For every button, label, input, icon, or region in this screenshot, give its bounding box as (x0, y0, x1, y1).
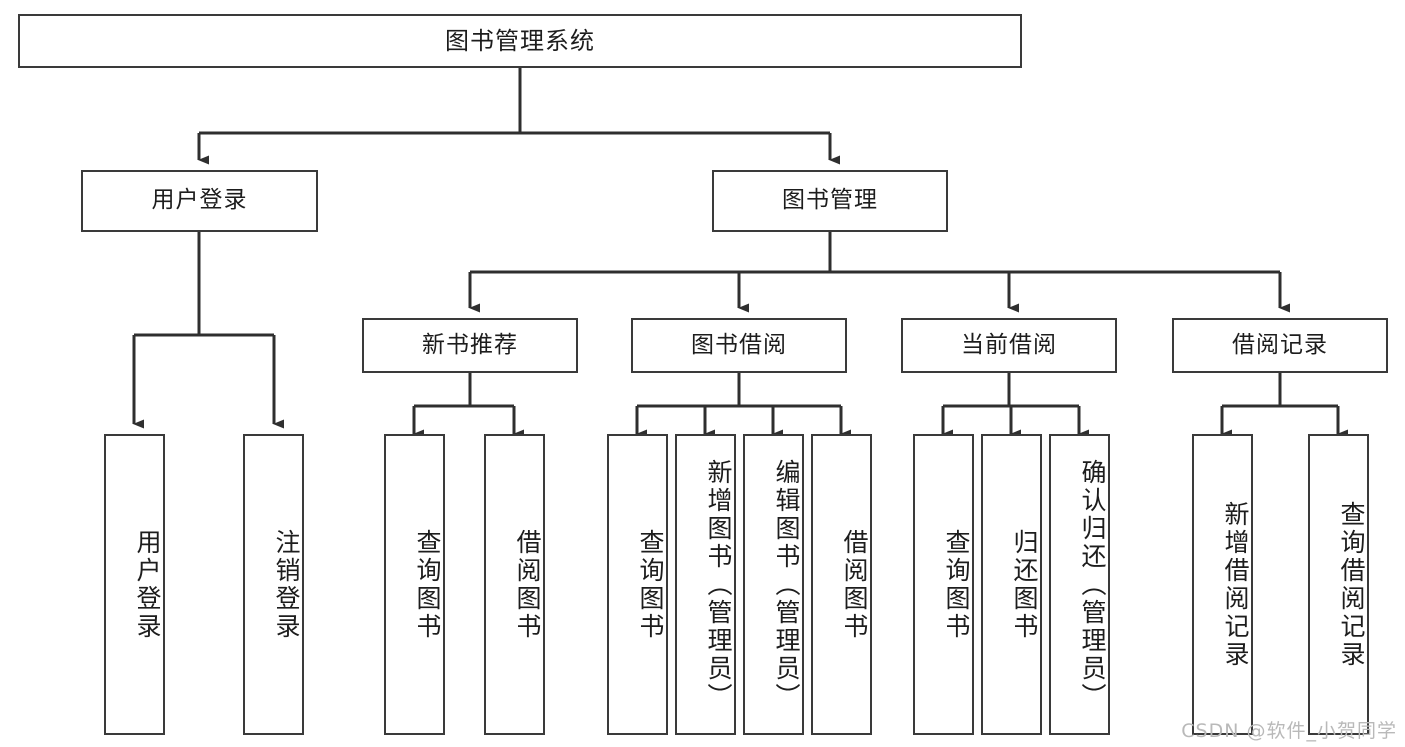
leaf-user-login-login[interactable]: 用户登录 (104, 434, 165, 735)
node-current-borrow[interactable]: 当前借阅 (901, 318, 1117, 373)
node-label: 归还图书 (1010, 528, 1039, 641)
leaf-current-confirm-return-admin[interactable]: 确认归还（管理员） (1049, 434, 1110, 735)
node-label: 借阅图书 (513, 528, 542, 641)
leaf-current-query-book[interactable]: 查询图书 (913, 434, 974, 735)
node-label: 注销登录 (272, 528, 301, 641)
node-label: 用户登录 (133, 528, 162, 641)
leaf-new-book-borrow-book[interactable]: 借阅图书 (484, 434, 545, 735)
node-borrow-record[interactable]: 借阅记录 (1172, 318, 1388, 373)
leaf-current-return-book[interactable]: 归还图书 (981, 434, 1042, 735)
leaf-record-add-record[interactable]: 新增借阅记录 (1192, 434, 1253, 735)
node-label: 图书管理系统 (445, 26, 595, 55)
leaf-borrow-query-book[interactable]: 查询图书 (607, 434, 668, 735)
node-book-management[interactable]: 图书管理 (712, 170, 948, 232)
node-label: 用户登录 (151, 187, 248, 214)
node-label: 新增图书（管理员） (704, 458, 733, 711)
node-label: 查询图书 (942, 528, 971, 641)
node-label: 图书管理 (782, 187, 878, 214)
node-book-borrow[interactable]: 图书借阅 (631, 318, 847, 373)
leaf-new-book-query-book[interactable]: 查询图书 (384, 434, 445, 735)
leaf-borrow-borrow-book[interactable]: 借阅图书 (811, 434, 872, 735)
node-root-book-management-system[interactable]: 图书管理系统 (18, 14, 1022, 68)
node-label: 借阅图书 (840, 528, 869, 641)
leaf-borrow-add-book-admin[interactable]: 新增图书（管理员） (675, 434, 736, 735)
node-label: 当前借阅 (961, 331, 1057, 358)
node-label: 新增借阅记录 (1221, 500, 1250, 669)
node-label: 确认归还（管理员） (1078, 458, 1107, 711)
leaf-user-login-logout[interactable]: 注销登录 (243, 434, 304, 735)
node-label: 新书推荐 (422, 331, 518, 358)
node-label: 图书借阅 (691, 331, 787, 358)
node-label: 借阅记录 (1232, 331, 1328, 358)
node-label: 查询图书 (636, 528, 665, 641)
node-new-book-recommend[interactable]: 新书推荐 (362, 318, 578, 373)
node-label: 编辑图书（管理员） (772, 458, 801, 711)
node-user-login[interactable]: 用户登录 (81, 170, 318, 232)
node-label: 查询借阅记录 (1337, 500, 1366, 669)
node-label: 查询图书 (413, 528, 442, 641)
watermark-text: CSDN @软件_小贺同学 (1181, 720, 1397, 742)
leaf-record-query-record[interactable]: 查询借阅记录 (1308, 434, 1369, 735)
leaf-borrow-edit-book-admin[interactable]: 编辑图书（管理员） (743, 434, 804, 735)
